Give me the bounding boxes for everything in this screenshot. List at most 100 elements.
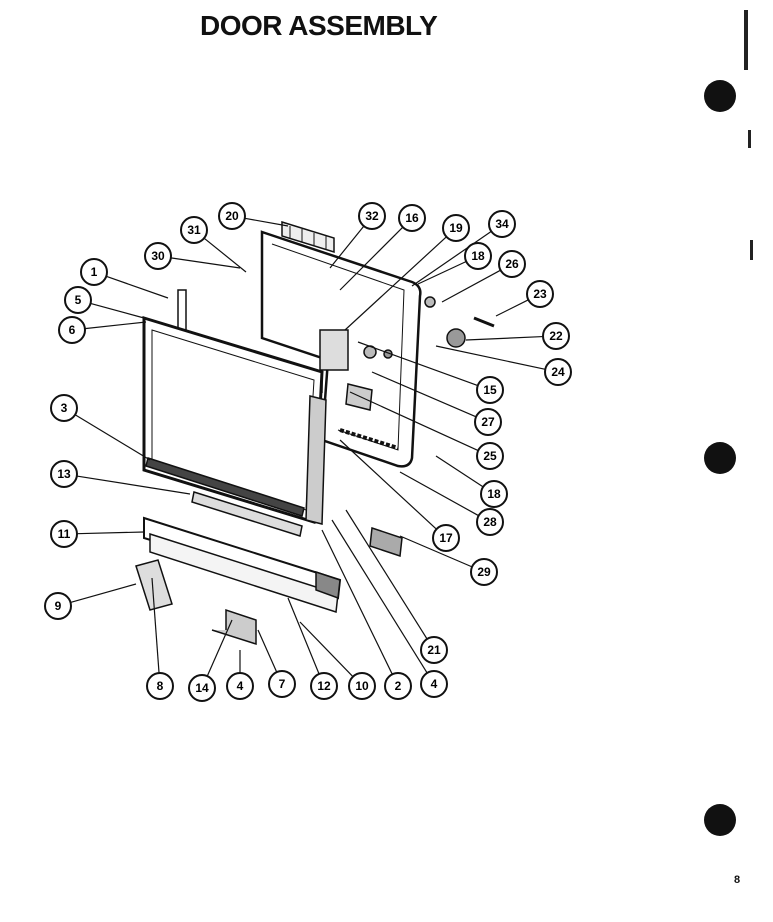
callout-circle — [442, 214, 470, 242]
callout-label: 1 — [91, 265, 98, 279]
callout-circle — [80, 258, 108, 286]
callout-5: 5 — [64, 286, 145, 319]
bottom-channel — [145, 457, 305, 517]
callout-label: 16 — [405, 211, 419, 225]
callout-label: 8 — [157, 679, 164, 693]
callout-label: 15 — [483, 383, 497, 397]
callout-circle — [420, 670, 448, 698]
callout-circle — [268, 670, 296, 698]
knob — [446, 328, 466, 348]
callout-circle — [464, 242, 492, 270]
callout-label: 20 — [225, 209, 239, 223]
leader-line — [244, 217, 289, 227]
callout-label: 4 — [431, 677, 438, 691]
callout-label: 17 — [439, 531, 453, 545]
leader-line — [399, 535, 473, 568]
callout-circle — [180, 216, 208, 244]
callout-28: 28 — [399, 471, 504, 536]
callout-circle — [44, 592, 72, 620]
callout-label: 27 — [481, 415, 495, 429]
callout-label: 29 — [477, 565, 491, 579]
callout-circle — [58, 316, 86, 344]
callout-circle — [144, 242, 172, 270]
leader-line — [76, 475, 191, 495]
leader-line — [321, 529, 393, 675]
callout-label: 18 — [487, 487, 501, 501]
callout-2: 2 — [321, 529, 412, 700]
callout-label: 10 — [355, 679, 369, 693]
callout-circle — [526, 280, 554, 308]
callout-32: 32 — [329, 202, 386, 269]
callout-label: 34 — [495, 217, 509, 231]
edge-mark — [744, 10, 748, 70]
callout-label: 12 — [317, 679, 331, 693]
leader-line — [399, 471, 479, 517]
callout-circle — [310, 672, 338, 700]
callout-label: 7 — [279, 677, 286, 691]
page-title: DOOR ASSEMBLY — [200, 10, 438, 41]
callout-17: 17 — [339, 439, 460, 552]
callout-circle — [476, 442, 504, 470]
page-number: 8 — [734, 874, 741, 886]
liner-inner — [271, 243, 405, 451]
callout-label: 30 — [151, 249, 165, 263]
callout-29: 29 — [399, 535, 498, 586]
callout-label: 23 — [533, 287, 547, 301]
leader-line — [257, 629, 278, 673]
callout-16: 16 — [339, 204, 426, 291]
callout-circle — [188, 674, 216, 702]
knob-pin — [473, 316, 495, 328]
callout-22: 22 — [465, 322, 570, 350]
leader-line — [90, 302, 145, 319]
leader-line — [344, 236, 447, 331]
leader-line — [329, 225, 365, 269]
leader-line — [331, 519, 428, 674]
callout-circle — [544, 358, 572, 386]
leader-line — [203, 237, 247, 273]
callout-circle — [470, 558, 498, 586]
callout-24: 24 — [435, 345, 572, 386]
leader-line — [417, 260, 467, 285]
leader-line — [106, 275, 169, 299]
leader-line — [339, 226, 404, 291]
callout-3: 3 — [50, 394, 151, 461]
leader-line — [170, 257, 241, 269]
lower-panel — [191, 491, 303, 537]
callout-4: 4 — [226, 650, 254, 700]
leader-line — [70, 583, 137, 604]
callout-30: 30 — [144, 242, 241, 270]
callout-label: 19 — [449, 221, 463, 235]
callout-circle — [542, 322, 570, 350]
callout-10: 10 — [299, 621, 376, 700]
callout-31: 31 — [180, 216, 247, 273]
callout-label: 11 — [58, 527, 71, 541]
leader-line — [339, 439, 437, 530]
callout-20: 20 — [218, 202, 289, 230]
callout-circle — [474, 408, 502, 436]
leader-line — [349, 391, 479, 452]
leader-line — [299, 621, 354, 678]
leader-line — [206, 619, 233, 677]
callout-label: 13 — [57, 467, 71, 481]
callout-27: 27 — [371, 371, 502, 436]
leader-line — [76, 531, 145, 535]
dispenser — [319, 329, 349, 371]
callout-circle — [64, 286, 92, 314]
callout-18: 18 — [417, 242, 492, 285]
leader-line — [357, 341, 478, 387]
bracket — [211, 608, 257, 646]
callout-circle — [348, 672, 376, 700]
callout-14: 14 — [188, 619, 233, 702]
callout-label: 14 — [195, 681, 209, 695]
side-trim — [305, 395, 327, 525]
liner-bottom-strip — [339, 428, 399, 450]
callout-label: 6 — [69, 323, 76, 337]
callout-circle — [146, 672, 174, 700]
callout-label: 25 — [483, 449, 497, 463]
callout-circle — [358, 202, 386, 230]
callout-25: 25 — [349, 391, 504, 470]
callout-label: 4 — [237, 679, 244, 693]
binder-hole-middle — [704, 442, 736, 474]
